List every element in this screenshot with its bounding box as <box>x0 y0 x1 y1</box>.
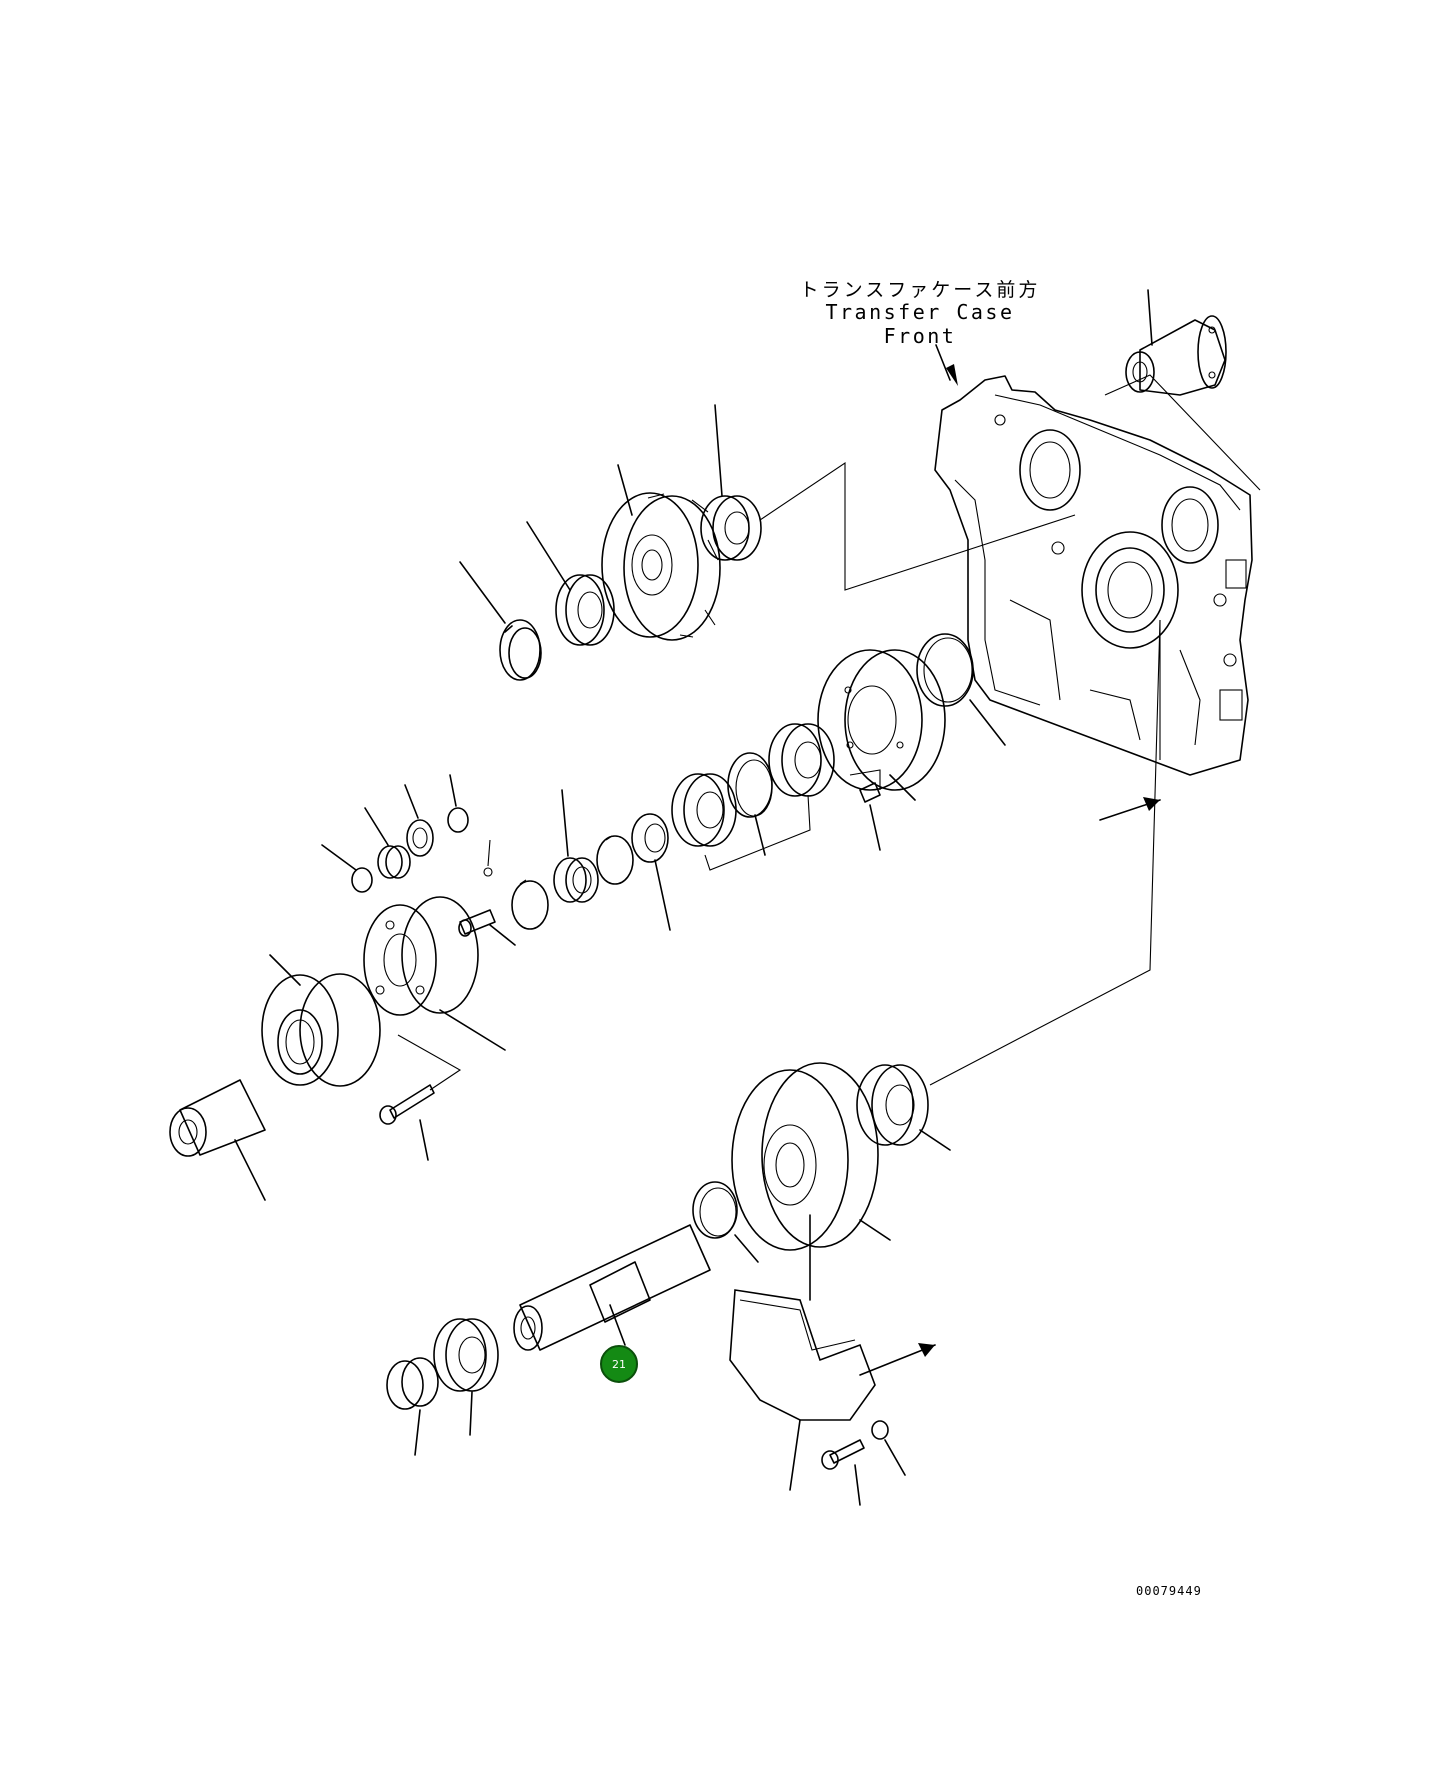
transfer-case-housing <box>934 375 1253 776</box>
drawing-number: 00079449 <box>1136 1584 1202 1598</box>
lower-gear-group <box>386 619 1161 1506</box>
flanged-shaft-top <box>1125 289 1227 396</box>
part-callout-21[interactable]: 21 <box>600 1345 638 1383</box>
left-carrier-group <box>169 774 506 1201</box>
caption-japanese: トランスファケース前方 <box>799 279 1041 301</box>
upper-gear-group <box>459 404 762 681</box>
caption-english: Transfer Case Front <box>825 300 1015 348</box>
middle-gear-group <box>458 633 1006 946</box>
